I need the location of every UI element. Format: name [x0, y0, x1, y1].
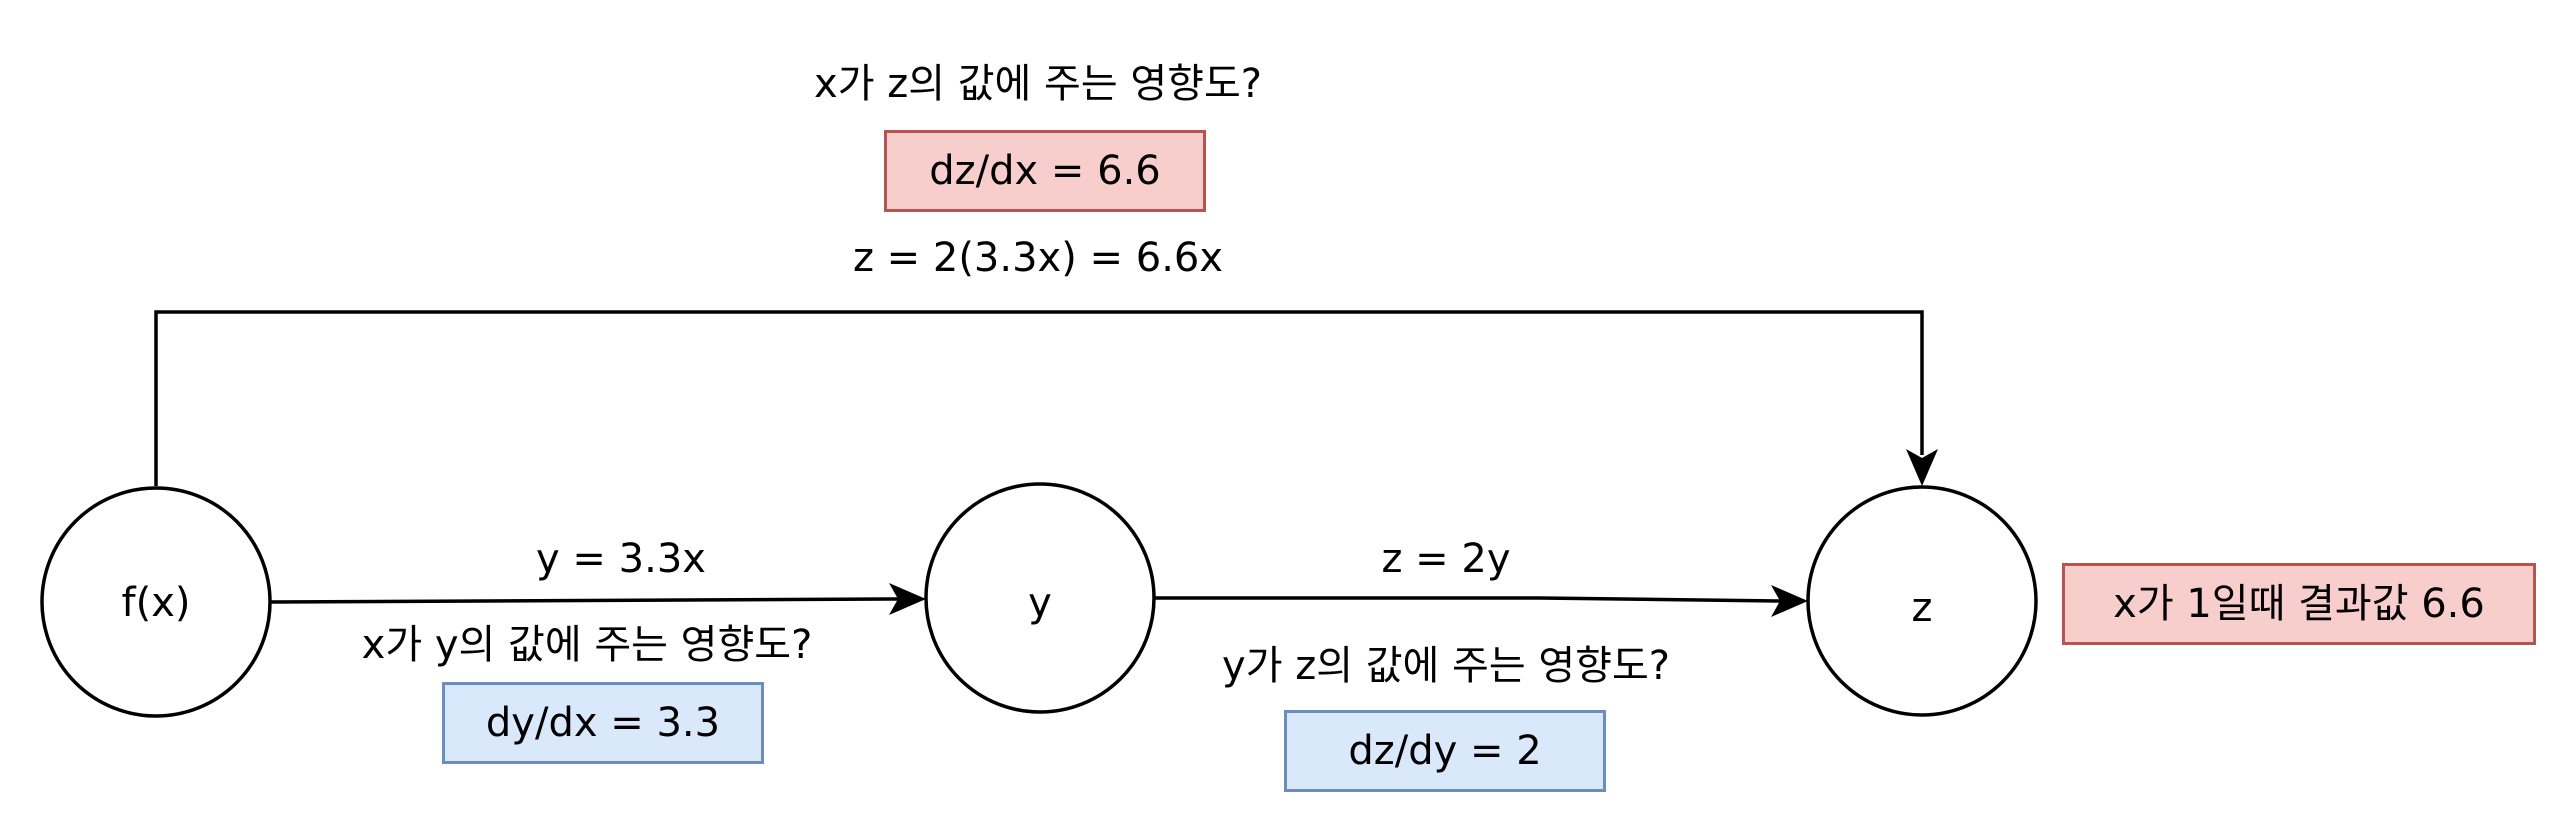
node-z-circle — [1806, 485, 2038, 717]
y-to-z-formula-label: z = 2y — [1381, 536, 1511, 582]
edge-fx-to-z-line — [154, 310, 1924, 486]
top-derivative-box: dz/dx = 6.6 — [884, 130, 1206, 212]
result-box: x가 1일때 결과값 6.6 — [2062, 563, 2536, 645]
node-fx-circle — [40, 486, 272, 718]
node-z-label: z — [1911, 585, 1933, 631]
y-to-z-derivative-box: dz/dy = 2 — [1284, 710, 1606, 792]
node-fx-label: f(x) — [121, 580, 191, 626]
edge-fx-to-y-line — [269, 597, 901, 604]
y-to-z-question-label: y가 z의 값에 주는 영향도? — [1222, 643, 1670, 689]
top-formula-label: z = 2(3.3x) = 6.6x — [852, 235, 1224, 281]
edge-fx-to-y-arrowhead — [889, 583, 926, 615]
node-y-label: y — [1028, 580, 1052, 626]
edge-fx-to-z-arrowhead — [1906, 449, 1938, 486]
fx-to-y-formula-label: y = 3.3x — [536, 536, 706, 582]
top-question-label: x가 z의 값에 주는 영향도? — [814, 61, 1262, 107]
edge-y-to-z-arrowhead — [1771, 585, 1808, 617]
edge-y-to-z-line — [1154, 596, 1781, 603]
fx-to-y-question-label: x가 y의 값에 주는 영향도? — [361, 622, 813, 668]
fx-to-y-derivative-box: dy/dx = 3.3 — [442, 682, 764, 764]
node-y-circle — [924, 482, 1156, 714]
